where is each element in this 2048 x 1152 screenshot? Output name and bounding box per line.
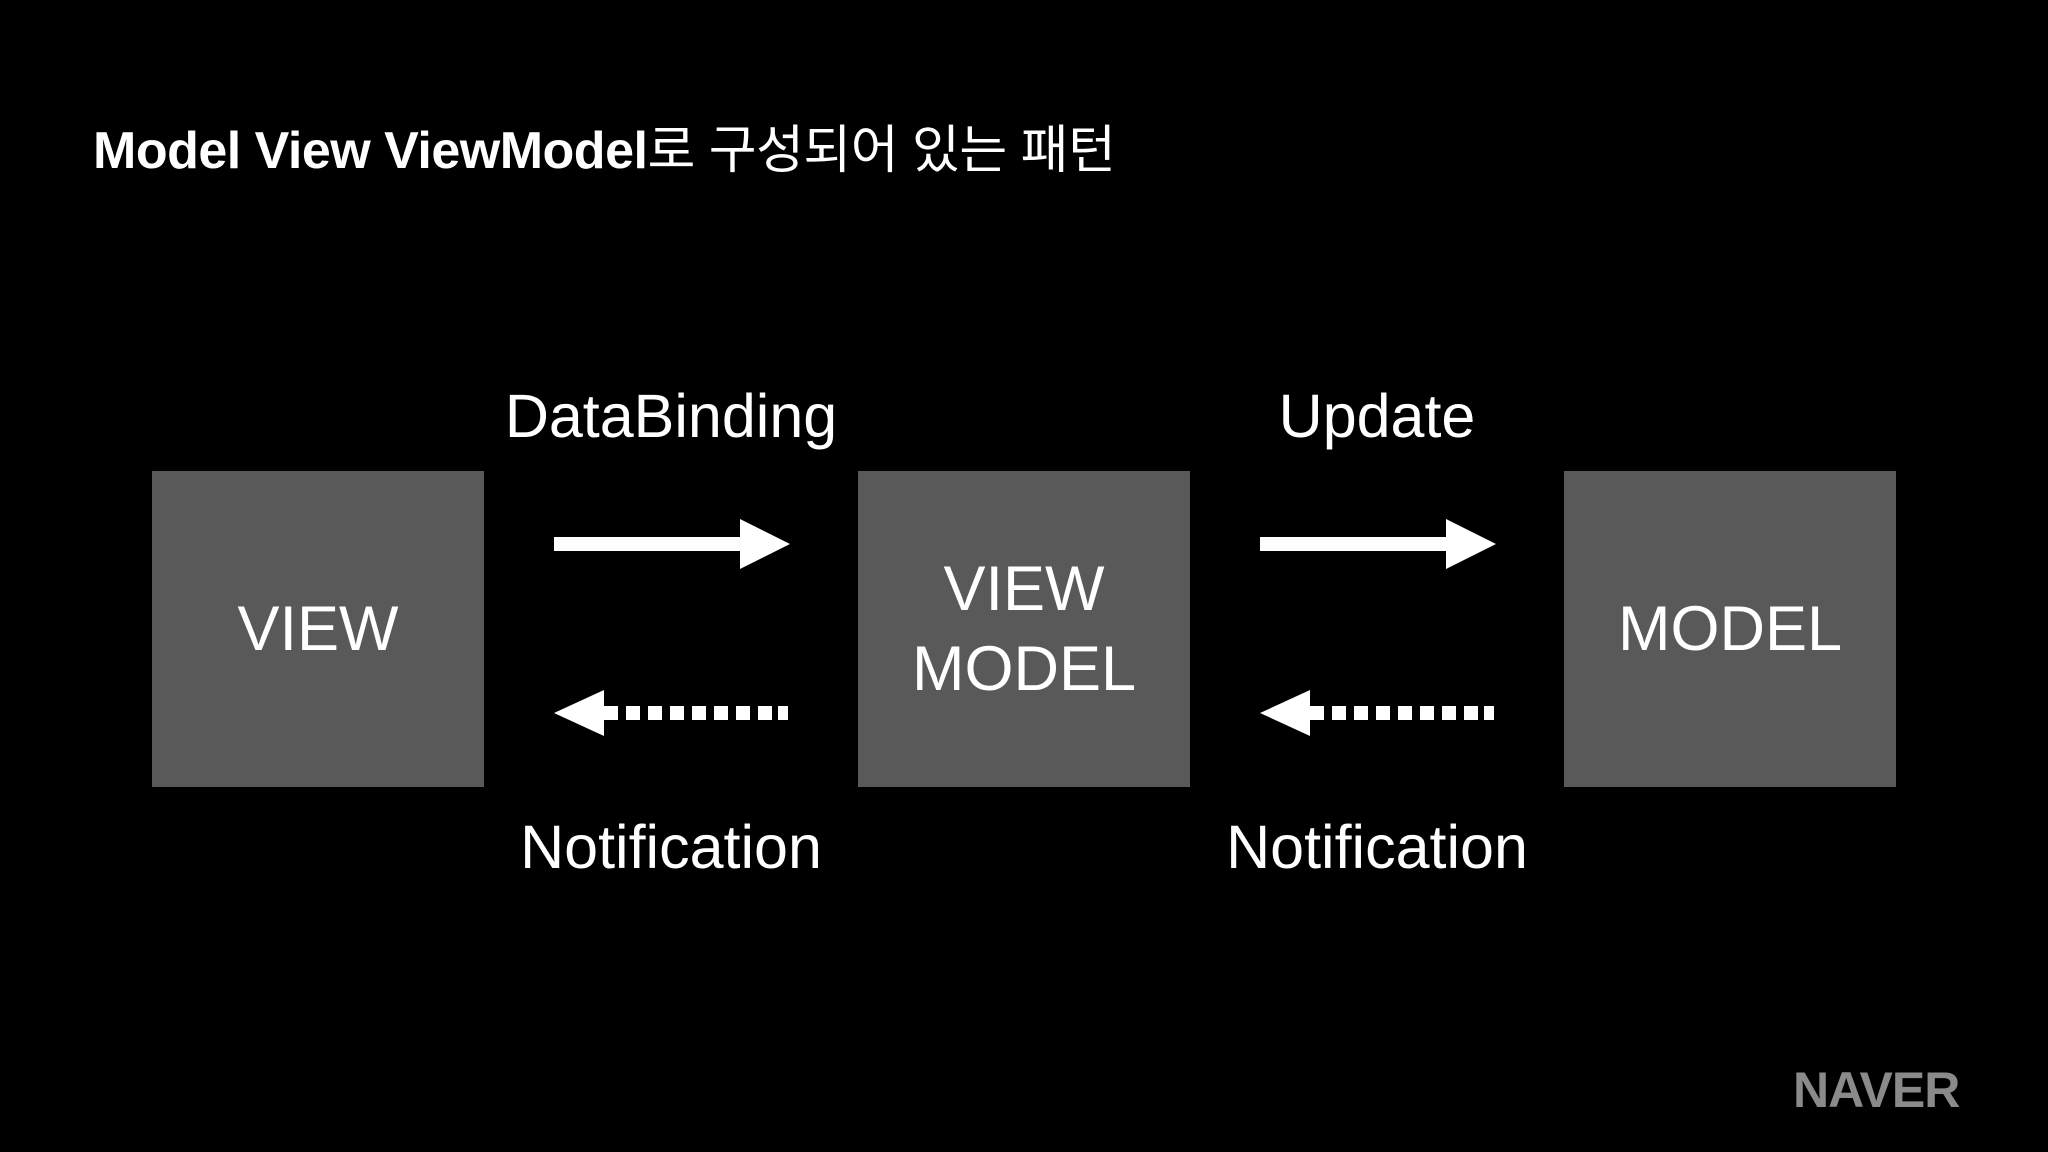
model-box: MODEL — [1564, 471, 1896, 787]
notification-right-dotted-arrow-icon — [1260, 690, 1494, 736]
databinding-arrow-icon — [554, 519, 790, 569]
update-label: Update — [1278, 382, 1476, 450]
notification-left-dotted-arrow-icon — [554, 690, 788, 736]
notification-right-label: Notification — [1226, 813, 1528, 881]
naver-logo: NAVER — [1793, 1062, 1960, 1118]
notification-left-label: Notification — [520, 813, 822, 881]
slide-title: Model View ViewModel로 구성되어 있는 패턴 — [93, 118, 1116, 184]
databinding-label: DataBinding — [504, 382, 838, 450]
update-arrow-icon — [1260, 519, 1496, 569]
title-normal-text: 로 구성되어 있는 패턴 — [647, 122, 1116, 180]
view-box: VIEW — [152, 471, 484, 787]
title-bold-text: Model View ViewModel — [93, 122, 648, 180]
viewmodel-box: VIEW MODEL — [858, 471, 1190, 787]
